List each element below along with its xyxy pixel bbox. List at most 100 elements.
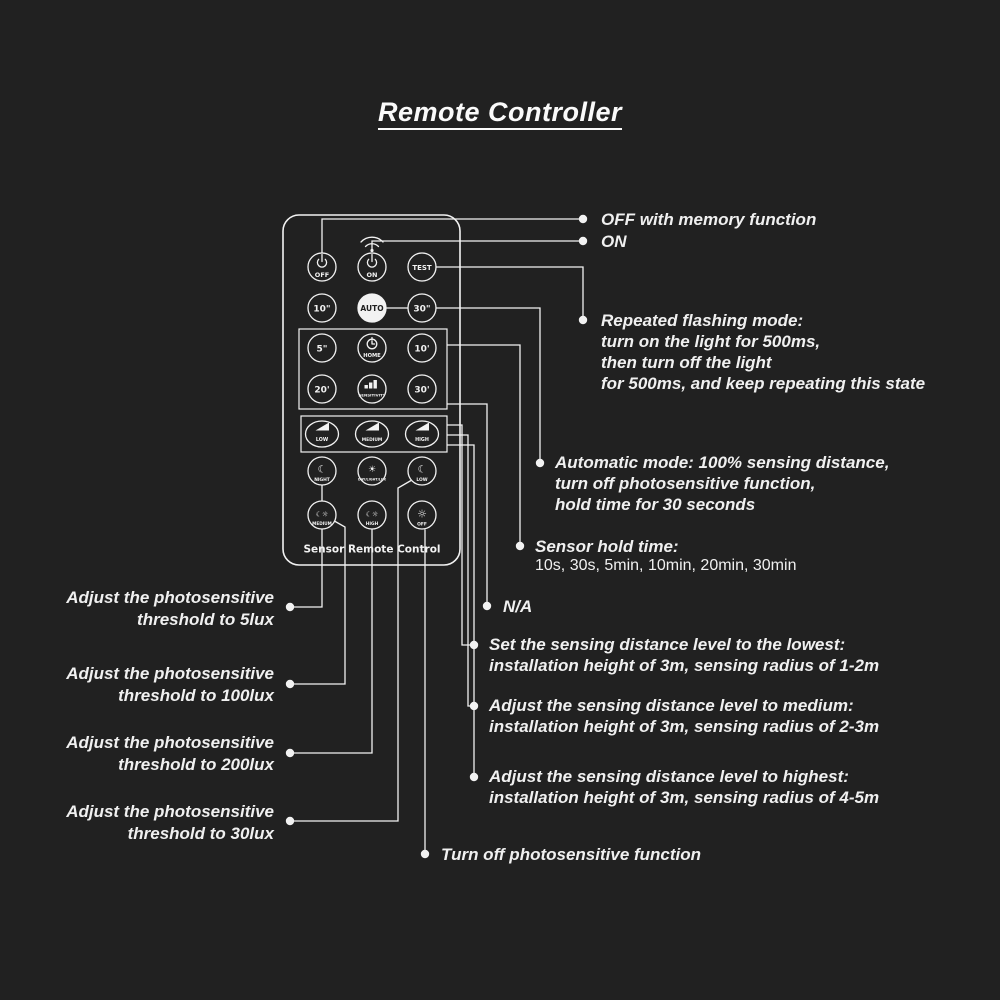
annotation-line: installation height of 3m, sensing radiu…: [489, 656, 880, 675]
connector-dot: [420, 849, 430, 859]
button-test: TEST: [407, 252, 437, 282]
button-day-light-lux: ☀ DAY/LIGHT/LUX: [357, 456, 387, 486]
annotation-line: hold time for 30 seconds: [555, 495, 756, 514]
annotation-line: for 500ms, and keep repeating this state: [601, 374, 926, 393]
button-lux-high: ☾☼ HIGH: [357, 500, 387, 530]
annotation-line: Automatic mode: 100% sensing distance,: [555, 453, 890, 472]
button-test-label: TEST: [412, 264, 432, 272]
button-sensitivity-label: SENSITIVITY: [359, 393, 386, 398]
connector-dot: [578, 214, 588, 224]
button-10s: 10": [307, 293, 337, 323]
button-lux-medium-label: MEDIUM: [312, 521, 332, 526]
button-home: HOME: [357, 333, 387, 363]
button-5: 5": [307, 333, 337, 363]
annotation-na: N/A: [503, 596, 532, 617]
connector-dot: [285, 816, 295, 826]
button-off-label: OFF: [315, 271, 329, 279]
timer-group-box: [298, 328, 448, 410]
power-icon: [366, 253, 378, 268]
connector-line: [321, 218, 583, 253]
button-day-light-lux-label: DAY/LIGHT/LUX: [358, 478, 386, 482]
connector-line: [447, 403, 488, 606]
button-30m-label: 30': [414, 386, 429, 396]
signal-ramp-icon: [415, 422, 429, 431]
connector-line: [371, 240, 583, 250]
connector-dot: [482, 601, 492, 611]
connector-dot: [578, 236, 588, 246]
annotation-automatic-mode: Automatic mode: 100% sensing distance, t…: [555, 452, 889, 515]
button-distance-medium-label: MEDIUM: [362, 437, 383, 443]
moon-icon: ☾: [418, 465, 427, 476]
remote-footer-label: Sensor Remote Control: [303, 544, 440, 556]
annotation-line: Adjust the photosensitive: [66, 802, 274, 821]
button-30m: 30': [407, 374, 437, 404]
button-20m-label: 20': [314, 386, 329, 396]
connector-dot: [515, 541, 525, 551]
button-on-label: ON: [367, 271, 378, 279]
annotation-line: Repeated flashing mode:: [601, 311, 804, 330]
button-lux-low: ☾ LOW: [407, 456, 437, 486]
annotation-distance-lowest: Set the sensing distance level to the lo…: [489, 634, 879, 676]
connector-line: [447, 444, 475, 777]
clock-icon: [366, 336, 378, 350]
connector-dot: [535, 458, 545, 468]
annotation-distance-highest: Adjust the sensing distance level to hig…: [489, 766, 879, 808]
button-30s-label: 30": [413, 305, 430, 315]
button-20m: 20': [307, 374, 337, 404]
button-night-label: NIGHT: [314, 477, 330, 483]
annotation-line: ON: [601, 232, 627, 251]
annotation-hold-time: Sensor hold time: 10s, 30s, 5min, 10min,…: [535, 536, 796, 575]
annotation-line: Adjust the sensing distance level to med…: [489, 696, 854, 715]
button-distance-high-label: HIGH: [415, 437, 429, 443]
annotation-line: Adjust the sensing distance level to hig…: [489, 767, 849, 786]
annotation-line: turn off photosensitive function,: [555, 474, 816, 493]
annotation-line: Adjust the photosensitive: [66, 733, 274, 752]
annotation-line: threshold to 5lux: [137, 610, 274, 629]
button-distance-high: HIGH: [404, 420, 440, 448]
annotation-distance-medium: Adjust the sensing distance level to med…: [489, 695, 879, 737]
connector-line: [447, 344, 521, 546]
connector-dot: [469, 772, 479, 782]
annotation-line: Set the sensing distance level to the lo…: [489, 635, 846, 654]
button-lux-high-label: HIGH: [366, 521, 379, 527]
button-10s-label: 10": [313, 305, 330, 315]
annotation-on: ON: [601, 231, 627, 252]
page-title: Remote Controller: [377, 97, 623, 127]
signal-ramp-icon: [365, 422, 379, 431]
button-auto: AUTO: [357, 293, 387, 323]
connector-line: [386, 307, 541, 463]
annotation-line: N/A: [503, 597, 533, 616]
connector-dots: [285, 214, 588, 859]
annotation-lux-30: Adjust the photosensitive threshold to 3…: [66, 801, 274, 845]
moon-icon: ☾: [318, 465, 327, 476]
button-distance-medium: MEDIUM: [354, 420, 390, 448]
annotation-line: Turn off photosensitive function: [441, 845, 702, 864]
connector-dot: [285, 602, 295, 612]
annotation-off-memory: OFF with memory function: [601, 209, 816, 230]
annotation-line: Sensor hold time:: [535, 537, 679, 556]
connector-lines: [290, 218, 584, 854]
annotation-line: threshold to 200lux: [118, 755, 274, 774]
button-auto-label: AUTO: [360, 304, 383, 313]
button-photo-off-label: OFF: [417, 521, 427, 527]
annotation-line: turn on the light for 500ms,: [601, 332, 821, 351]
button-distance-low: LOW: [304, 420, 340, 448]
annotation-line: 10s, 30s, 5min, 10min, 20min, 30min: [535, 557, 797, 574]
annotation-line: installation height of 3m, sensing radiu…: [489, 788, 880, 807]
button-30s: 30": [407, 293, 437, 323]
button-10m: 10': [407, 333, 437, 363]
annotation-lux-200: Adjust the photosensitive threshold to 2…: [66, 732, 274, 776]
connector-dot: [578, 315, 588, 325]
distance-group-box: [300, 415, 448, 453]
connector-dot: [285, 679, 295, 689]
annotation-lux-5: Adjust the photosensitive threshold to 5…: [66, 587, 274, 631]
annotation-line: threshold to 100lux: [118, 686, 274, 705]
moon-sun-icon: ☾☼: [366, 511, 379, 519]
button-10m-label: 10': [414, 345, 429, 355]
connector-dot: [285, 748, 295, 758]
button-5-label: 5": [317, 345, 328, 355]
connector-line: [290, 519, 346, 685]
wifi-icon: [360, 236, 384, 253]
